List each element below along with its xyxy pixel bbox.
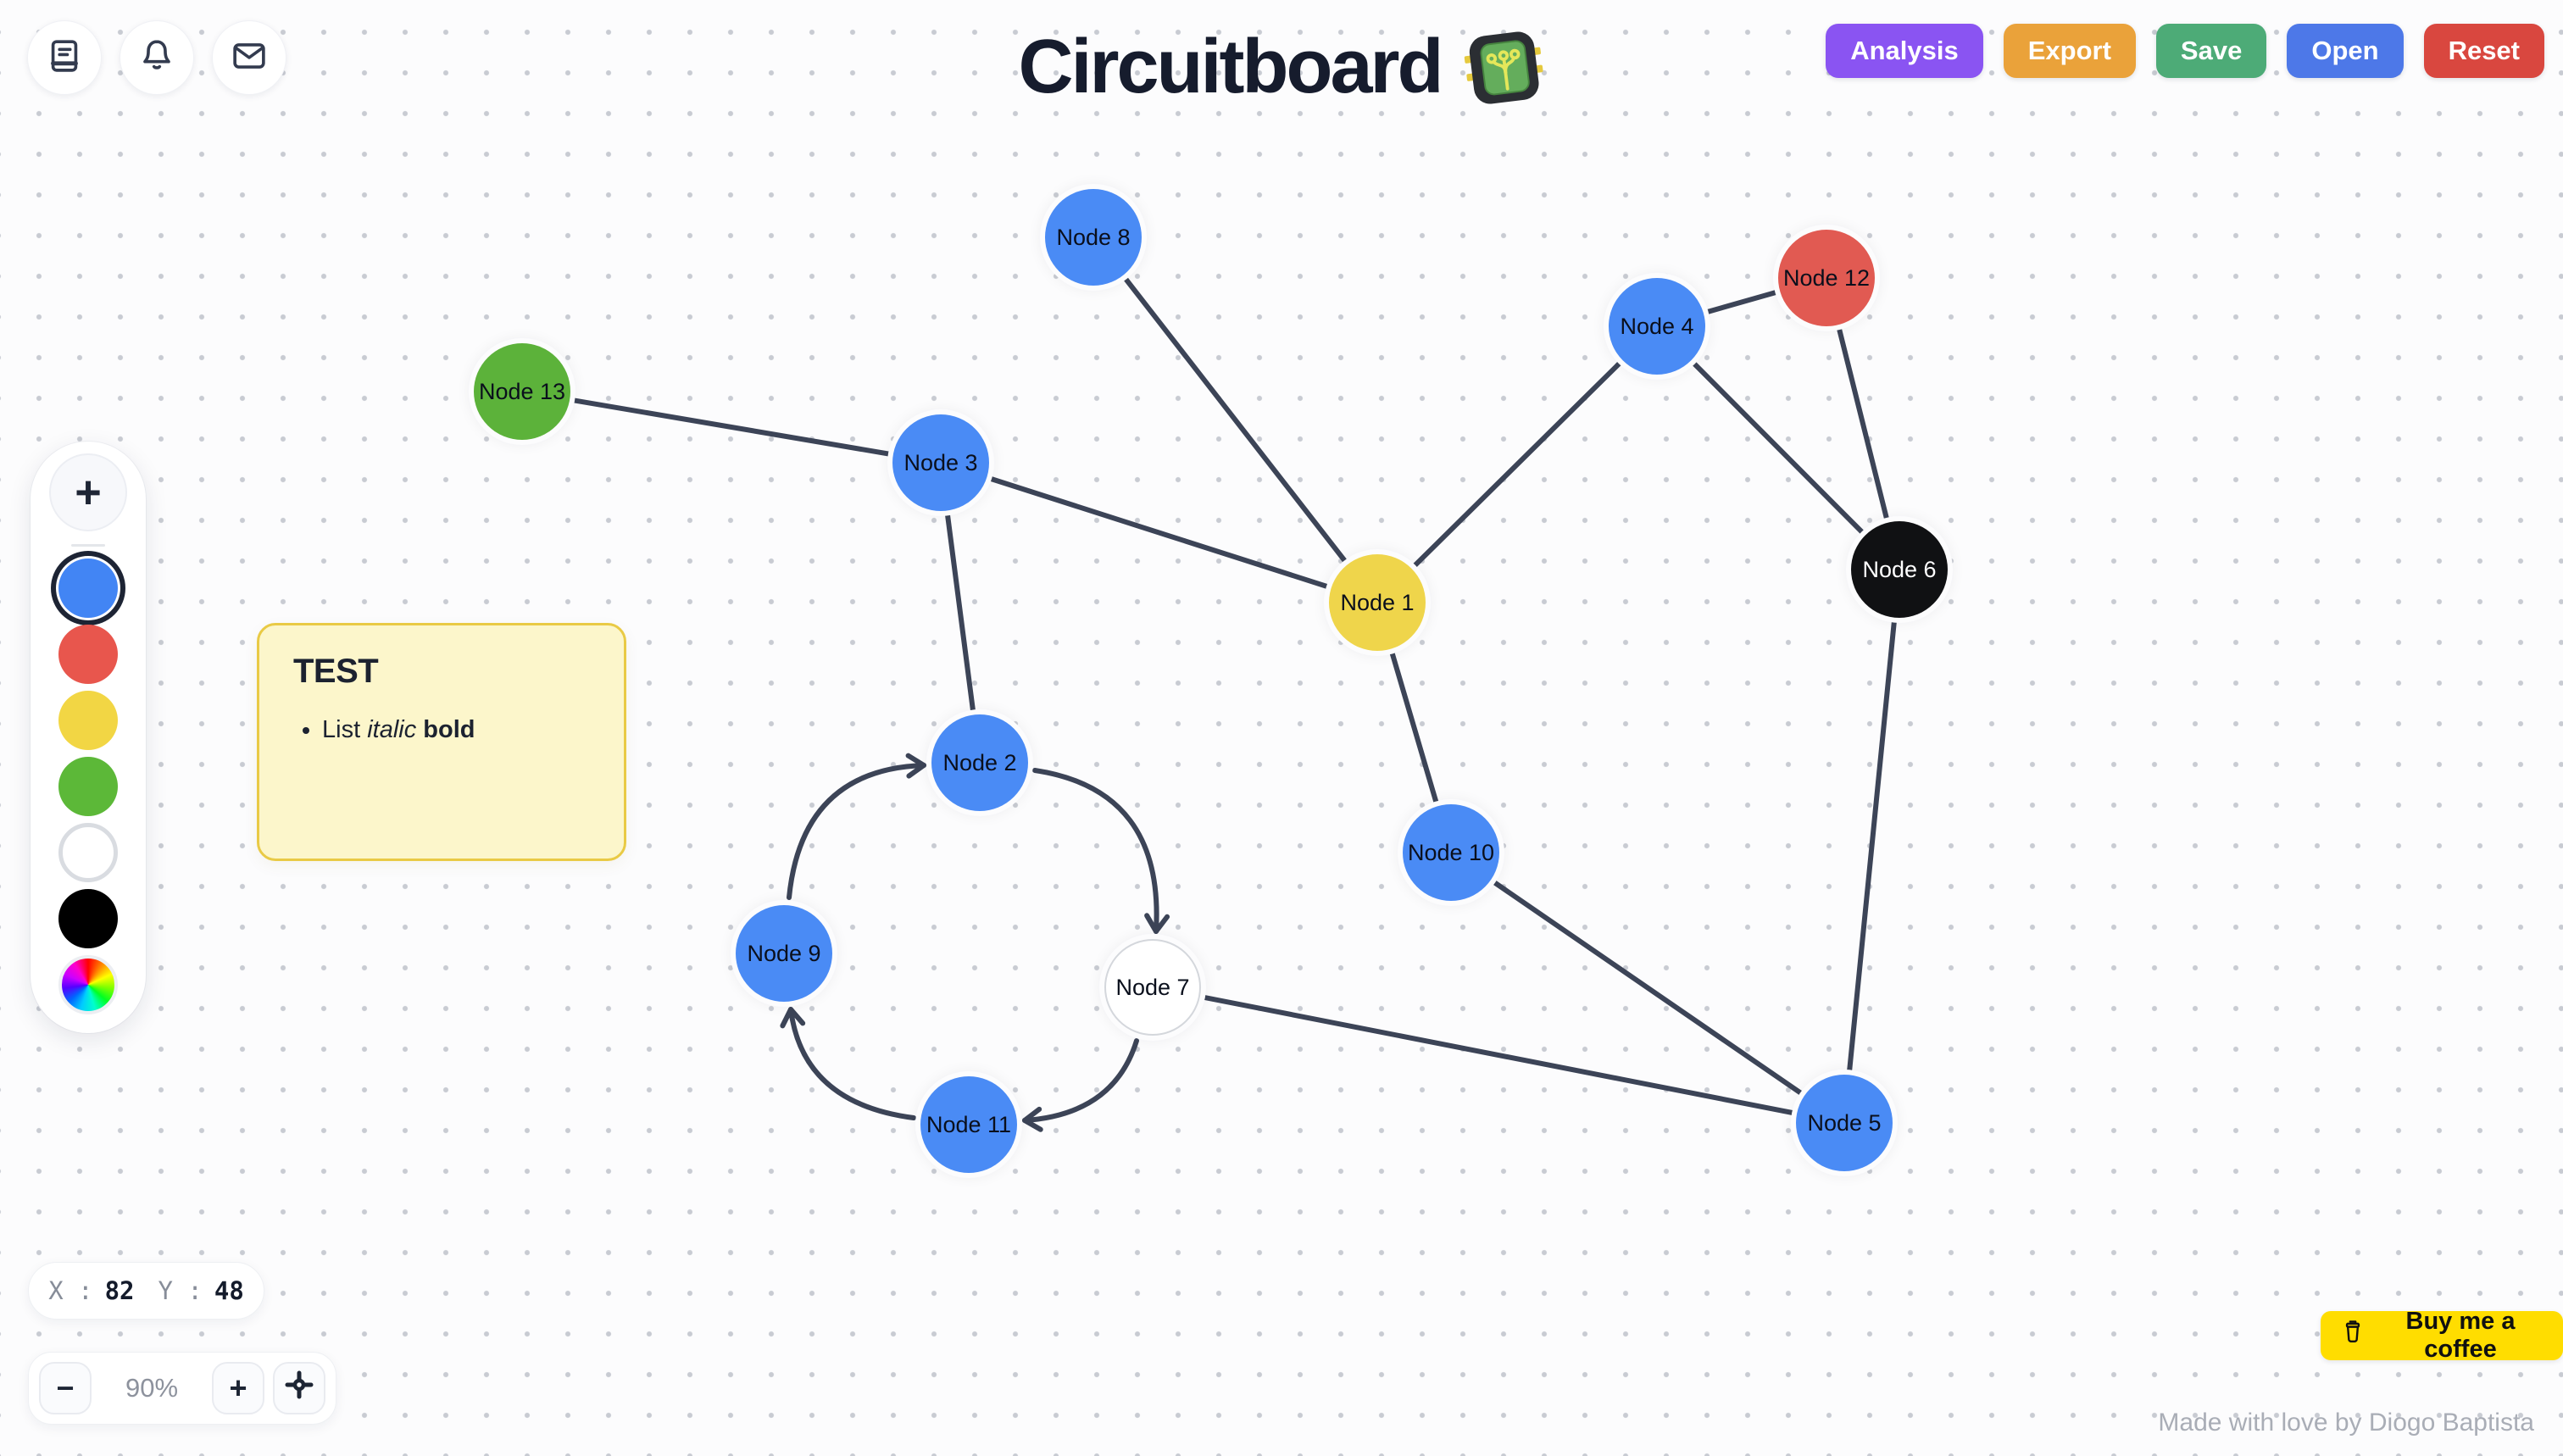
edge-n13-n3: [520, 389, 943, 465]
directed-edge-n7-n11: [1022, 1038, 1139, 1132]
graph-node-n1[interactable]: Node 1: [1329, 554, 1426, 651]
zoom-in-button[interactable]: +: [212, 1362, 264, 1414]
bell-icon: [137, 36, 176, 80]
recenter-button[interactable]: [273, 1362, 325, 1414]
edge-n7-n5: [1150, 985, 1847, 1125]
credits: Made with love by Diogo Baptista: [2158, 1409, 2534, 1437]
journal-button[interactable]: [27, 20, 102, 95]
corner-icons: [27, 20, 286, 95]
color-swatch-green[interactable]: [58, 757, 118, 816]
graph-node-n13[interactable]: Node 13: [474, 343, 570, 440]
coffee-cup-icon: [2339, 1319, 2366, 1353]
edge-n12-n6: [1824, 275, 1902, 572]
color-swatch-red[interactable]: [58, 625, 118, 684]
export-button[interactable]: Export: [2003, 24, 2136, 78]
graph-node-n4[interactable]: Node 4: [1609, 278, 1705, 375]
color-swatch-rainbow[interactable]: [58, 955, 118, 1014]
graph-node-n10[interactable]: Node 10: [1403, 804, 1499, 901]
edge-n4-n6: [1654, 324, 1902, 572]
mail-button[interactable]: [212, 20, 286, 95]
graph-node-n12[interactable]: Node 12: [1778, 230, 1875, 326]
buy-me-a-coffee-button[interactable]: Buy me a coffee: [2321, 1308, 2563, 1363]
reset-button[interactable]: Reset: [2423, 24, 2544, 78]
graph-node-n6[interactable]: Node 6: [1851, 521, 1948, 618]
x-label: X :: [48, 1276, 93, 1305]
add-node-button[interactable]: +: [49, 453, 127, 531]
notifications-button[interactable]: [120, 20, 194, 95]
note-list-item: List italic bold: [322, 716, 590, 744]
toolbar-divider: [71, 544, 105, 547]
color-swatch-black[interactable]: [58, 889, 118, 948]
buy-me-a-coffee-label: Buy me a coffee: [2405, 1308, 2516, 1363]
zoom-controls: − 90% +: [28, 1352, 336, 1425]
graph-node-n2[interactable]: Node 2: [931, 714, 1028, 811]
color-swatch-yellow[interactable]: [58, 691, 118, 750]
y-label: Y :: [158, 1276, 203, 1305]
color-swatches: [58, 559, 118, 1014]
edge-n3-n2: [938, 460, 982, 765]
edges: [520, 235, 1902, 1132]
graph-node-n7[interactable]: Node 7: [1104, 939, 1201, 1036]
analysis-button[interactable]: Analysis: [1826, 24, 1983, 78]
color-swatch-blue[interactable]: [58, 559, 118, 618]
graph-node-n3[interactable]: Node 3: [892, 414, 989, 511]
directed-edge-n9-n2: [787, 753, 926, 900]
directed-edge-n2-n7: [1032, 768, 1170, 934]
edge-n3-n1: [938, 460, 1380, 605]
zoom-out-button[interactable]: −: [39, 1362, 92, 1414]
graph-node-n5[interactable]: Node 5: [1796, 1075, 1893, 1171]
sticky-note[interactable]: TEST List italic bold: [257, 623, 626, 861]
zoom-level: 90%: [125, 1373, 179, 1403]
crosshair-icon: [284, 1370, 314, 1408]
journal-icon: [45, 36, 84, 80]
color-swatch-white[interactable]: [58, 823, 118, 882]
directed-edge-n11-n9: [780, 1007, 916, 1120]
mail-icon: [230, 36, 269, 80]
node-toolbar: +: [31, 442, 146, 1033]
edge-n8-n1: [1091, 235, 1380, 605]
edge-n10-n5: [1448, 850, 1847, 1125]
graph-node-n11[interactable]: Node 11: [920, 1076, 1017, 1173]
x-value: 82: [104, 1276, 135, 1305]
note-list: List italic bold: [293, 716, 590, 744]
note-title: TEST: [293, 653, 379, 690]
graph-node-n8[interactable]: Node 8: [1045, 189, 1142, 286]
graph-node-n9[interactable]: Node 9: [736, 905, 832, 1002]
cursor-coordinates: X : 82 Y : 48: [28, 1262, 264, 1320]
edge-n4-n1: [1375, 324, 1660, 605]
save-button[interactable]: Save: [2155, 24, 2267, 78]
open-button[interactable]: Open: [2287, 24, 2404, 78]
y-value: 48: [214, 1276, 244, 1305]
edge-n6-n5: [1842, 567, 1902, 1125]
header-actions: Analysis Export Save Open Reset: [1826, 24, 2544, 78]
